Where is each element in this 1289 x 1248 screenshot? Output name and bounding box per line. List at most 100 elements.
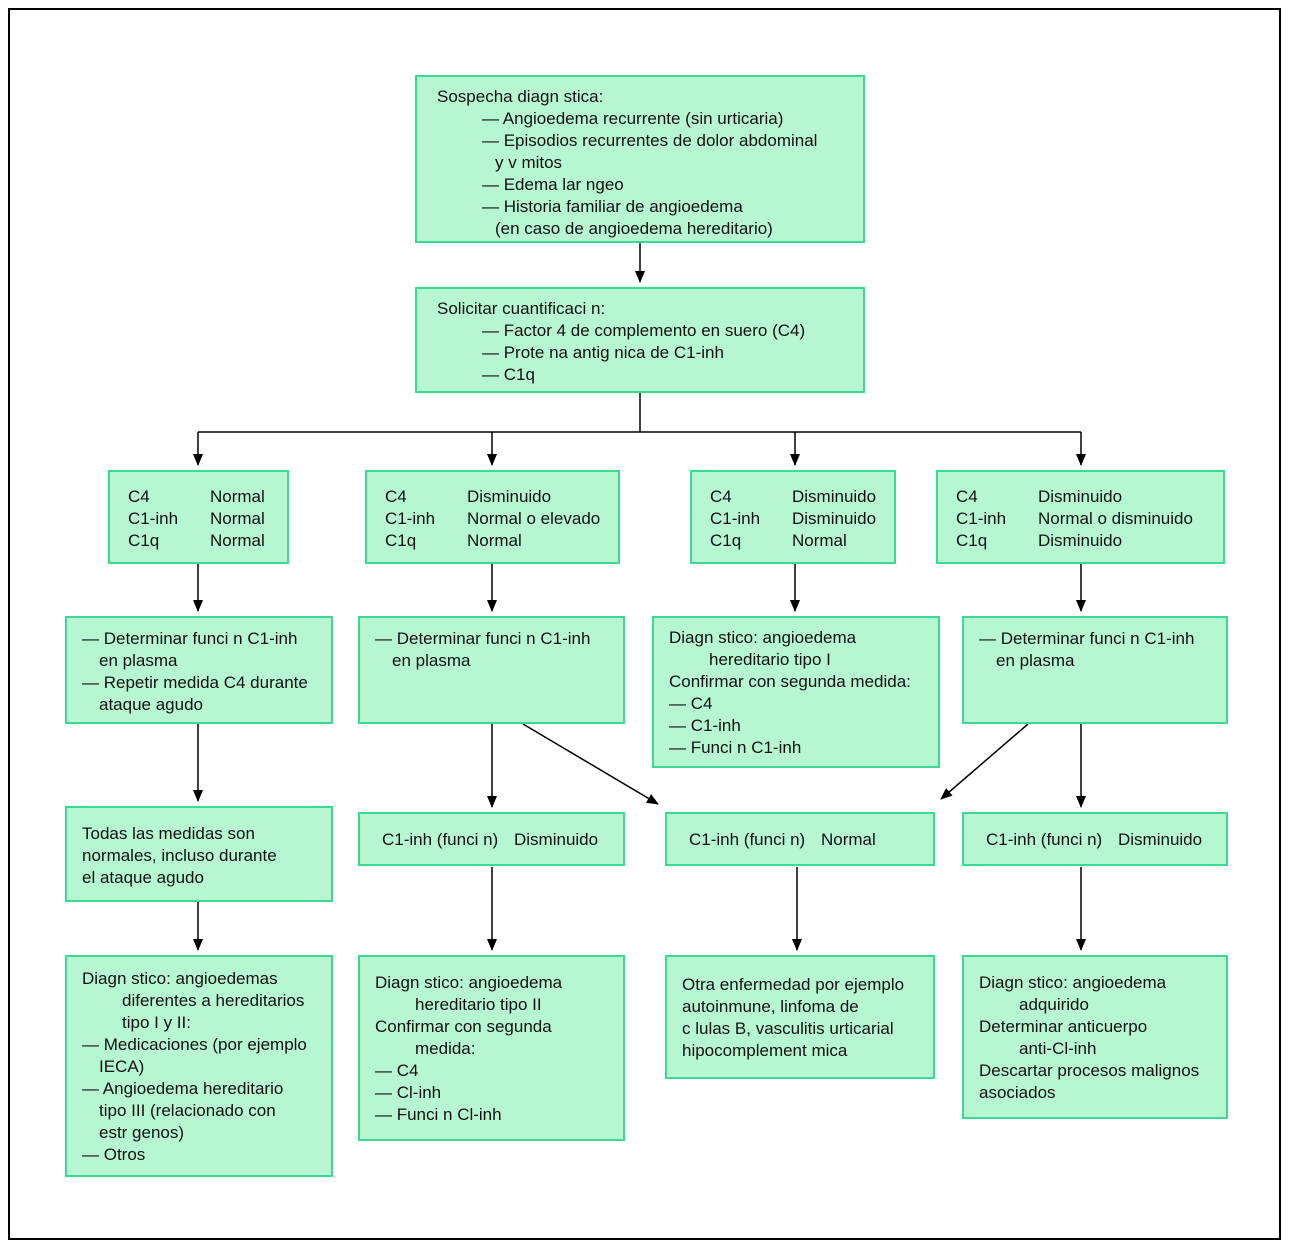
lab-name: C1q [128,531,160,550]
lab-row: C1q Normal [385,530,618,552]
text-line: — Determinar funci n C1-inh [375,629,591,648]
text-line: — Factor 4 de complemento en suero (C4) [482,321,806,340]
box-determinar-funcion-1: — Determinar funci n C1-inh en plasma — … [65,616,333,724]
text-line: hereditario tipo II [415,995,542,1014]
lab-name: C1-inh [128,509,179,528]
text-line: en plasma [99,651,178,670]
text-line: adquirido [1019,995,1089,1014]
text-line: — C1q [482,365,535,384]
lab-value: Normal o elevado [467,509,601,528]
lab-value: Normal [210,509,265,528]
text-line: — Otros [82,1145,146,1164]
text-line: Otra enfermedad por ejemplo [682,975,905,994]
lab-name: C1-inh [956,509,1007,528]
text-line: Diagn stico: angioedema [979,973,1167,992]
lab-name: C1-inh (funci n) [689,830,806,849]
lab-name: C1q [385,531,417,550]
text-line: ataque agudo [99,695,203,714]
lab-name: C1q [710,531,742,550]
box-diagnostico-adquirido: Diagn stico: angioedema adquirido Determ… [962,955,1228,1119]
box-diagnostico-hereditario-tipo1: Diagn stico: angioedema hereditario tipo… [652,616,940,768]
text-line: estr genos) [99,1123,185,1142]
text-line: autoinmune, linfoma de [682,997,859,1016]
text-line: — Angioedema recurrente (sin urticaria) [482,109,784,128]
lab-value: Disminuido [792,487,877,506]
lab-row: C1q Normal [710,530,894,552]
lab-row: C4 Disminuido [956,486,1223,508]
text-line: — Edema lar ngeo [482,175,624,194]
box-c1inh-funcion-disminuido-4: C1-inh (funci n) Disminuido [962,812,1228,866]
lab-row: C4 Normal [128,486,287,508]
text-line: — Prote na antig nica de C1-inh [482,343,724,362]
text-line: — C4 [375,1061,419,1080]
text-line: — Historia familiar de angioedema [482,197,743,216]
text-line: medida: [415,1039,476,1058]
text-line: c lulas B, vasculitis urticarial [682,1019,894,1038]
text-line: — Funci n Cl-inh [375,1105,502,1124]
text-line: en plasma [996,651,1075,670]
lab-name: C1-inh [385,509,436,528]
lab-name: C1-inh (funci n) [986,830,1103,849]
lab-row: C1q Normal [128,530,287,552]
text-line: y v mitos [495,153,563,172]
lab-value: Disminuido [514,830,599,849]
lab-value: Normal [792,531,847,550]
text-line: — Medicaciones (por ejemplo [82,1035,307,1054]
text-line: — Determinar funci n C1-inh [979,629,1195,648]
text-line: — Repetir medida C4 durante [82,673,308,692]
text-line: hipocomplement mica [682,1041,848,1060]
lab-row: C1q Disminuido [956,530,1223,552]
box-determinar-funcion-4: — Determinar funci n C1-inh en plasma [962,616,1228,724]
text-line: Diagn stico: angioedema [375,973,563,992]
text-line: Diagn stico: angioedemas [82,969,278,988]
lab-name: C1-inh (funci n) [382,830,499,849]
text-line: tipo I y II: [122,1013,191,1032]
lab-value: Normal [210,487,265,506]
box-c1inh-funcion-normal: C1-inh (funci n) Normal [665,812,935,866]
text-line: diferentes a hereditarios [122,991,305,1010]
text-line: Todas las medidas son [82,824,255,843]
text-line: — Angioedema hereditario [82,1079,284,1098]
lab-name: C1-inh [710,509,761,528]
text-line: — Funci n C1-inh [669,738,802,757]
lab-value: Normal [467,531,522,550]
text-line: Descartar procesos malignos [979,1061,1200,1080]
lab-value: Disminuido [1038,531,1123,550]
lab-row: C1-inh Normal o disminuido [956,508,1223,530]
text-line: Diagn stico: angioedema [669,628,857,647]
lab-name: C4 [128,487,150,506]
text-line: tipo III (relacionado con [99,1101,276,1120]
lab-name: C4 [956,487,978,506]
text-line: — Determinar funci n C1-inh [82,629,298,648]
text-line: — C1-inh [669,716,741,735]
lab-value: Normal [210,531,265,550]
text-line: anti-Cl-inh [1019,1039,1097,1058]
text-line: (en caso de angioedema hereditario) [495,219,773,238]
lab-value: Normal o disminuido [1038,509,1193,528]
text-line: hereditario tipo I [709,650,831,669]
text-line: — Cl-inh [375,1083,442,1102]
text-line: normales, incluso durante [82,846,277,865]
box-sospecha-diagnostica: Sospecha diagn stica: — Angioedema recur… [415,75,865,243]
text-line: el ataque agudo [82,868,204,887]
lab-name: C4 [385,487,407,506]
box-otra-enfermedad: Otra enfermedad por ejemplo autoinmune, … [665,955,935,1079]
lab-value: Disminuido [1038,487,1123,506]
text-line: Determinar anticuerpo [979,1017,1148,1036]
text-line: Solicitar cuantificaci n: [437,299,606,318]
lab-value: Normal [821,830,876,849]
arrow-det2-to-func3-diagonal [522,723,659,805]
arrow-det4-to-func3-diagonal [940,723,1029,800]
text-line: IECA) [99,1057,145,1076]
lab-name: C1q [956,531,988,550]
text-line: Sospecha diagn stica: [437,87,604,106]
box-solicitar-cuantificacion: Solicitar cuantificaci n: — Factor 4 de … [415,287,865,393]
